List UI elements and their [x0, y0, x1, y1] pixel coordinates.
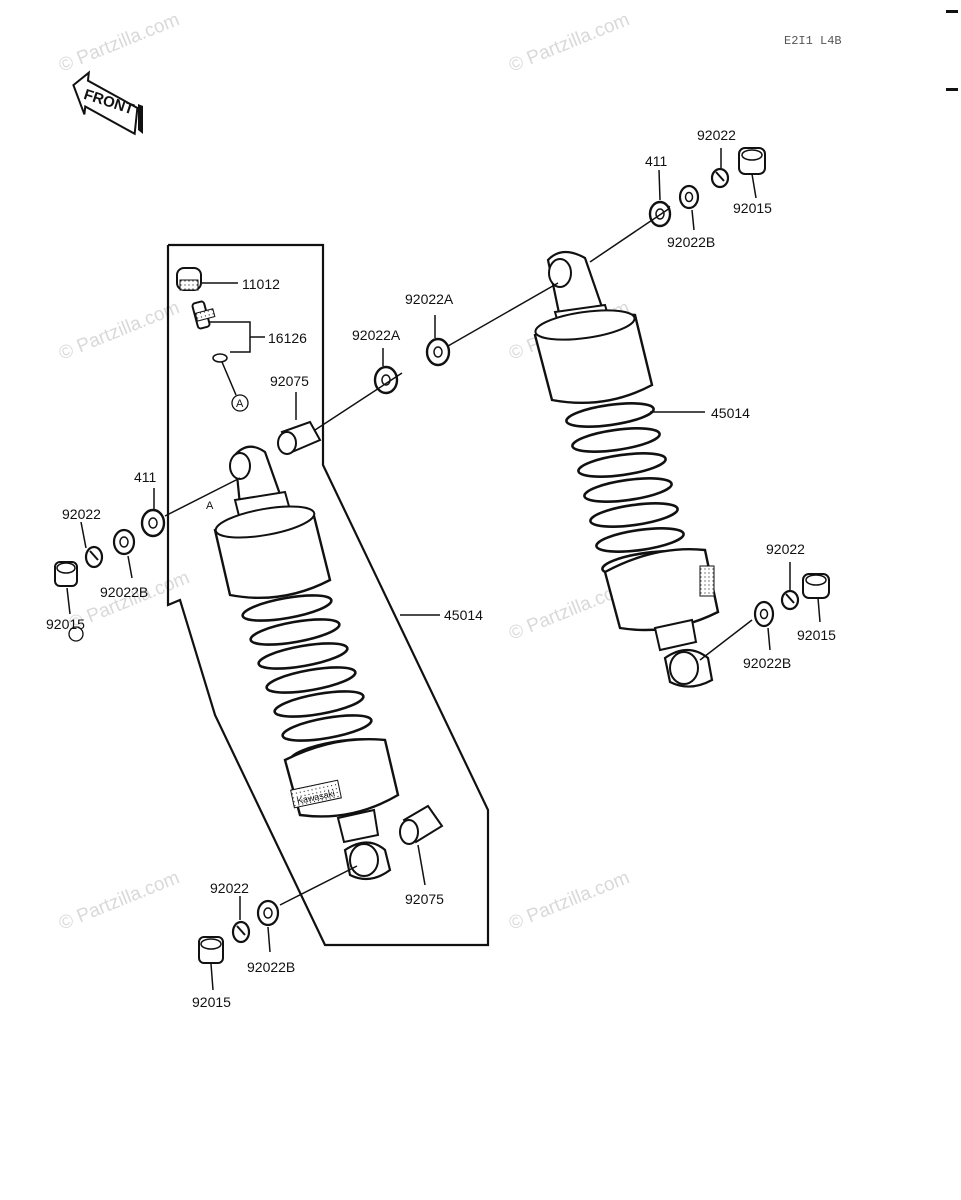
watermark-text: © Partzilla.com: [56, 297, 183, 364]
nut-92015-icon: [738, 147, 766, 175]
part-label-92015: 92015: [733, 200, 772, 216]
part-label-92022b: 92022B: [667, 234, 715, 250]
margin-mark: [946, 88, 958, 91]
part-label-92022b: 92022B: [100, 584, 148, 600]
washer-92022a-icon: [425, 337, 451, 367]
watermark-text: © Partzilla.com: [506, 867, 633, 934]
left-shock-absorber: Kawasaki: [213, 445, 400, 881]
lock-washer-92022-icon: [780, 589, 800, 611]
part-label-92022: 92022: [62, 506, 101, 522]
part-label-411: 411: [134, 469, 157, 485]
leader-lines: [66, 148, 821, 991]
part-label-92022: 92022: [697, 127, 736, 143]
part-label-92015: 92015: [192, 994, 231, 1010]
part-label-92075: 92075: [270, 373, 309, 389]
reference-marker-circle: [68, 626, 84, 642]
lock-washer-92022-icon: [231, 920, 251, 944]
collar-411-icon: [140, 508, 166, 538]
nut-92015-icon: [198, 936, 224, 964]
nut-92015-icon: [802, 573, 830, 599]
kit-boundary-line: [166, 243, 490, 947]
front-direction-arrow: FRONT: [72, 70, 143, 136]
part-label-92022a: 92022A: [352, 327, 401, 343]
bushing-92075-icon: [399, 804, 444, 845]
part-label-92022a: 92022A: [405, 291, 454, 307]
washer-92022b-icon: [256, 899, 280, 927]
bushing-92075-icon: [277, 420, 322, 455]
part-label-45014: 45014: [444, 607, 483, 623]
diagram-code: E2I1 L4B: [784, 34, 842, 48]
reference-marker-a: A: [236, 398, 244, 410]
watermark-text: © Partzilla.com: [66, 567, 193, 634]
valve-16126-icon: [191, 300, 228, 363]
lock-washer-92022-icon: [84, 545, 104, 569]
margin-mark: [946, 10, 958, 13]
washer-92022b-icon: [112, 528, 136, 556]
cap-11012-icon: [176, 267, 202, 291]
reference-marker-circle: [231, 394, 249, 412]
watermark-text: © Partzilla.com: [56, 867, 183, 934]
part-label-92075: 92075: [405, 891, 444, 907]
lock-washer-92022-icon: [710, 167, 730, 189]
part-label-92015: 92015: [46, 616, 85, 632]
part-label-411: 411: [645, 153, 668, 169]
reference-marker-a: A: [206, 500, 214, 512]
part-label-45014: 45014: [711, 405, 750, 421]
nut-92015-icon: [54, 561, 78, 587]
right-shock-absorber: [533, 250, 720, 688]
part-label-16126: 16126: [268, 330, 307, 346]
part-label-11012: 11012: [242, 276, 280, 292]
part-label-92022b: 92022B: [247, 959, 295, 975]
washer-92022b-icon: [753, 600, 775, 628]
washer-92022b-icon: [678, 184, 700, 210]
part-label-92022b: 92022B: [743, 655, 791, 671]
part-label-92022: 92022: [766, 541, 805, 557]
watermark-text: © Partzilla.com: [506, 9, 633, 76]
watermark-text: © Partzilla.com: [56, 9, 183, 76]
part-label-92015: 92015: [797, 627, 836, 643]
part-label-92022: 92022: [210, 880, 249, 896]
